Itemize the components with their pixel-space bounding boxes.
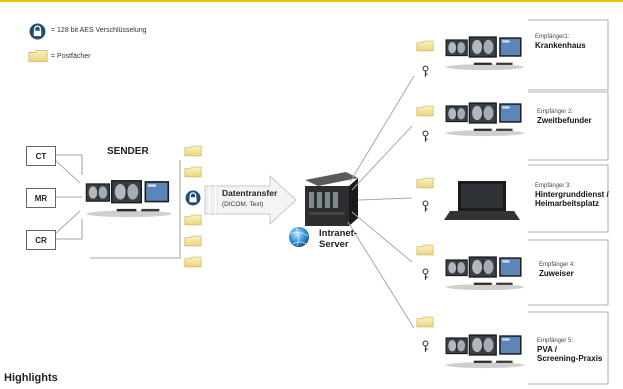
transfer-arrow <box>204 175 297 225</box>
recipient-5-name-line1: PVA / <box>537 345 558 354</box>
recipient-brackets <box>528 19 609 385</box>
source-mr: MR <box>26 188 56 208</box>
server-label: Intranet- Server <box>319 228 357 250</box>
recipient-5-number: Empfänger 5: <box>537 338 574 344</box>
highlights-heading: Highlights <box>4 372 58 384</box>
source-ct: CT <box>26 146 56 166</box>
sender-bracket <box>90 160 181 259</box>
globe-icon <box>289 227 309 247</box>
recipient-5-assets <box>416 316 524 368</box>
top-accent-line <box>0 0 623 2</box>
sender-mailboxes <box>184 145 202 268</box>
legend-mailbox-label: = Postfächer <box>51 53 91 60</box>
recipient-4-assets <box>416 244 524 290</box>
server-icon <box>305 172 358 226</box>
source-cr: CR <box>26 230 56 250</box>
recipient-1-label: Empfänger1: Krankenhaus <box>535 34 586 50</box>
recipient-2-assets <box>416 102 524 143</box>
legend-folder-icon <box>28 50 48 62</box>
recipient-4-name: Zuweiser <box>539 269 574 278</box>
transfer-title: Datentransfer <box>222 188 278 198</box>
legend-encryption-label: = 128 bit AES Verschlüsselung <box>51 27 147 34</box>
recipient-2-name: Zweitbefunder <box>537 116 592 125</box>
fanout-arrows <box>347 75 415 329</box>
recipient-3-name-line1: Hintergrunddienst / <box>535 190 609 199</box>
recipient-5-label: Empfänger 5: PVA / Screening-Praxis <box>537 338 602 363</box>
recipient-3-assets <box>416 177 520 220</box>
laptop-icon <box>444 181 520 220</box>
recipient-1-name: Krankenhaus <box>535 41 586 50</box>
recipient-5-name-line2: Screening-Praxis <box>537 354 603 363</box>
recipient-3-name-line2: Heimarbeitsplatz <box>535 199 600 208</box>
server-label-line1: Intranet- <box>319 228 357 239</box>
recipient-3-number: Empfänger 3: <box>535 183 572 189</box>
sender-lock-icon <box>185 190 201 206</box>
source-arrows <box>54 159 81 235</box>
legend-lock-icon <box>29 23 46 40</box>
server-label-line2: Server <box>319 239 349 250</box>
sender-title: SENDER <box>107 146 149 157</box>
recipient-3-label: Empfänger 3: Hintergrunddienst / Heimarb… <box>535 183 609 208</box>
transfer-subtitle: (DICOM, Text) <box>222 201 264 208</box>
recipient-1-number: Empfänger1: <box>535 34 570 40</box>
recipient-1-assets <box>416 36 524 78</box>
recipient-2-number: Empfänger 2: <box>537 109 574 115</box>
recipient-2-label: Empfänger 2: Zweitbefunder <box>537 109 592 125</box>
recipient-4-number: Empfänger 4: <box>539 262 576 268</box>
recipient-4-label: Empfänger 4: Zuweiser <box>539 262 575 278</box>
sender-workstation <box>86 180 172 217</box>
